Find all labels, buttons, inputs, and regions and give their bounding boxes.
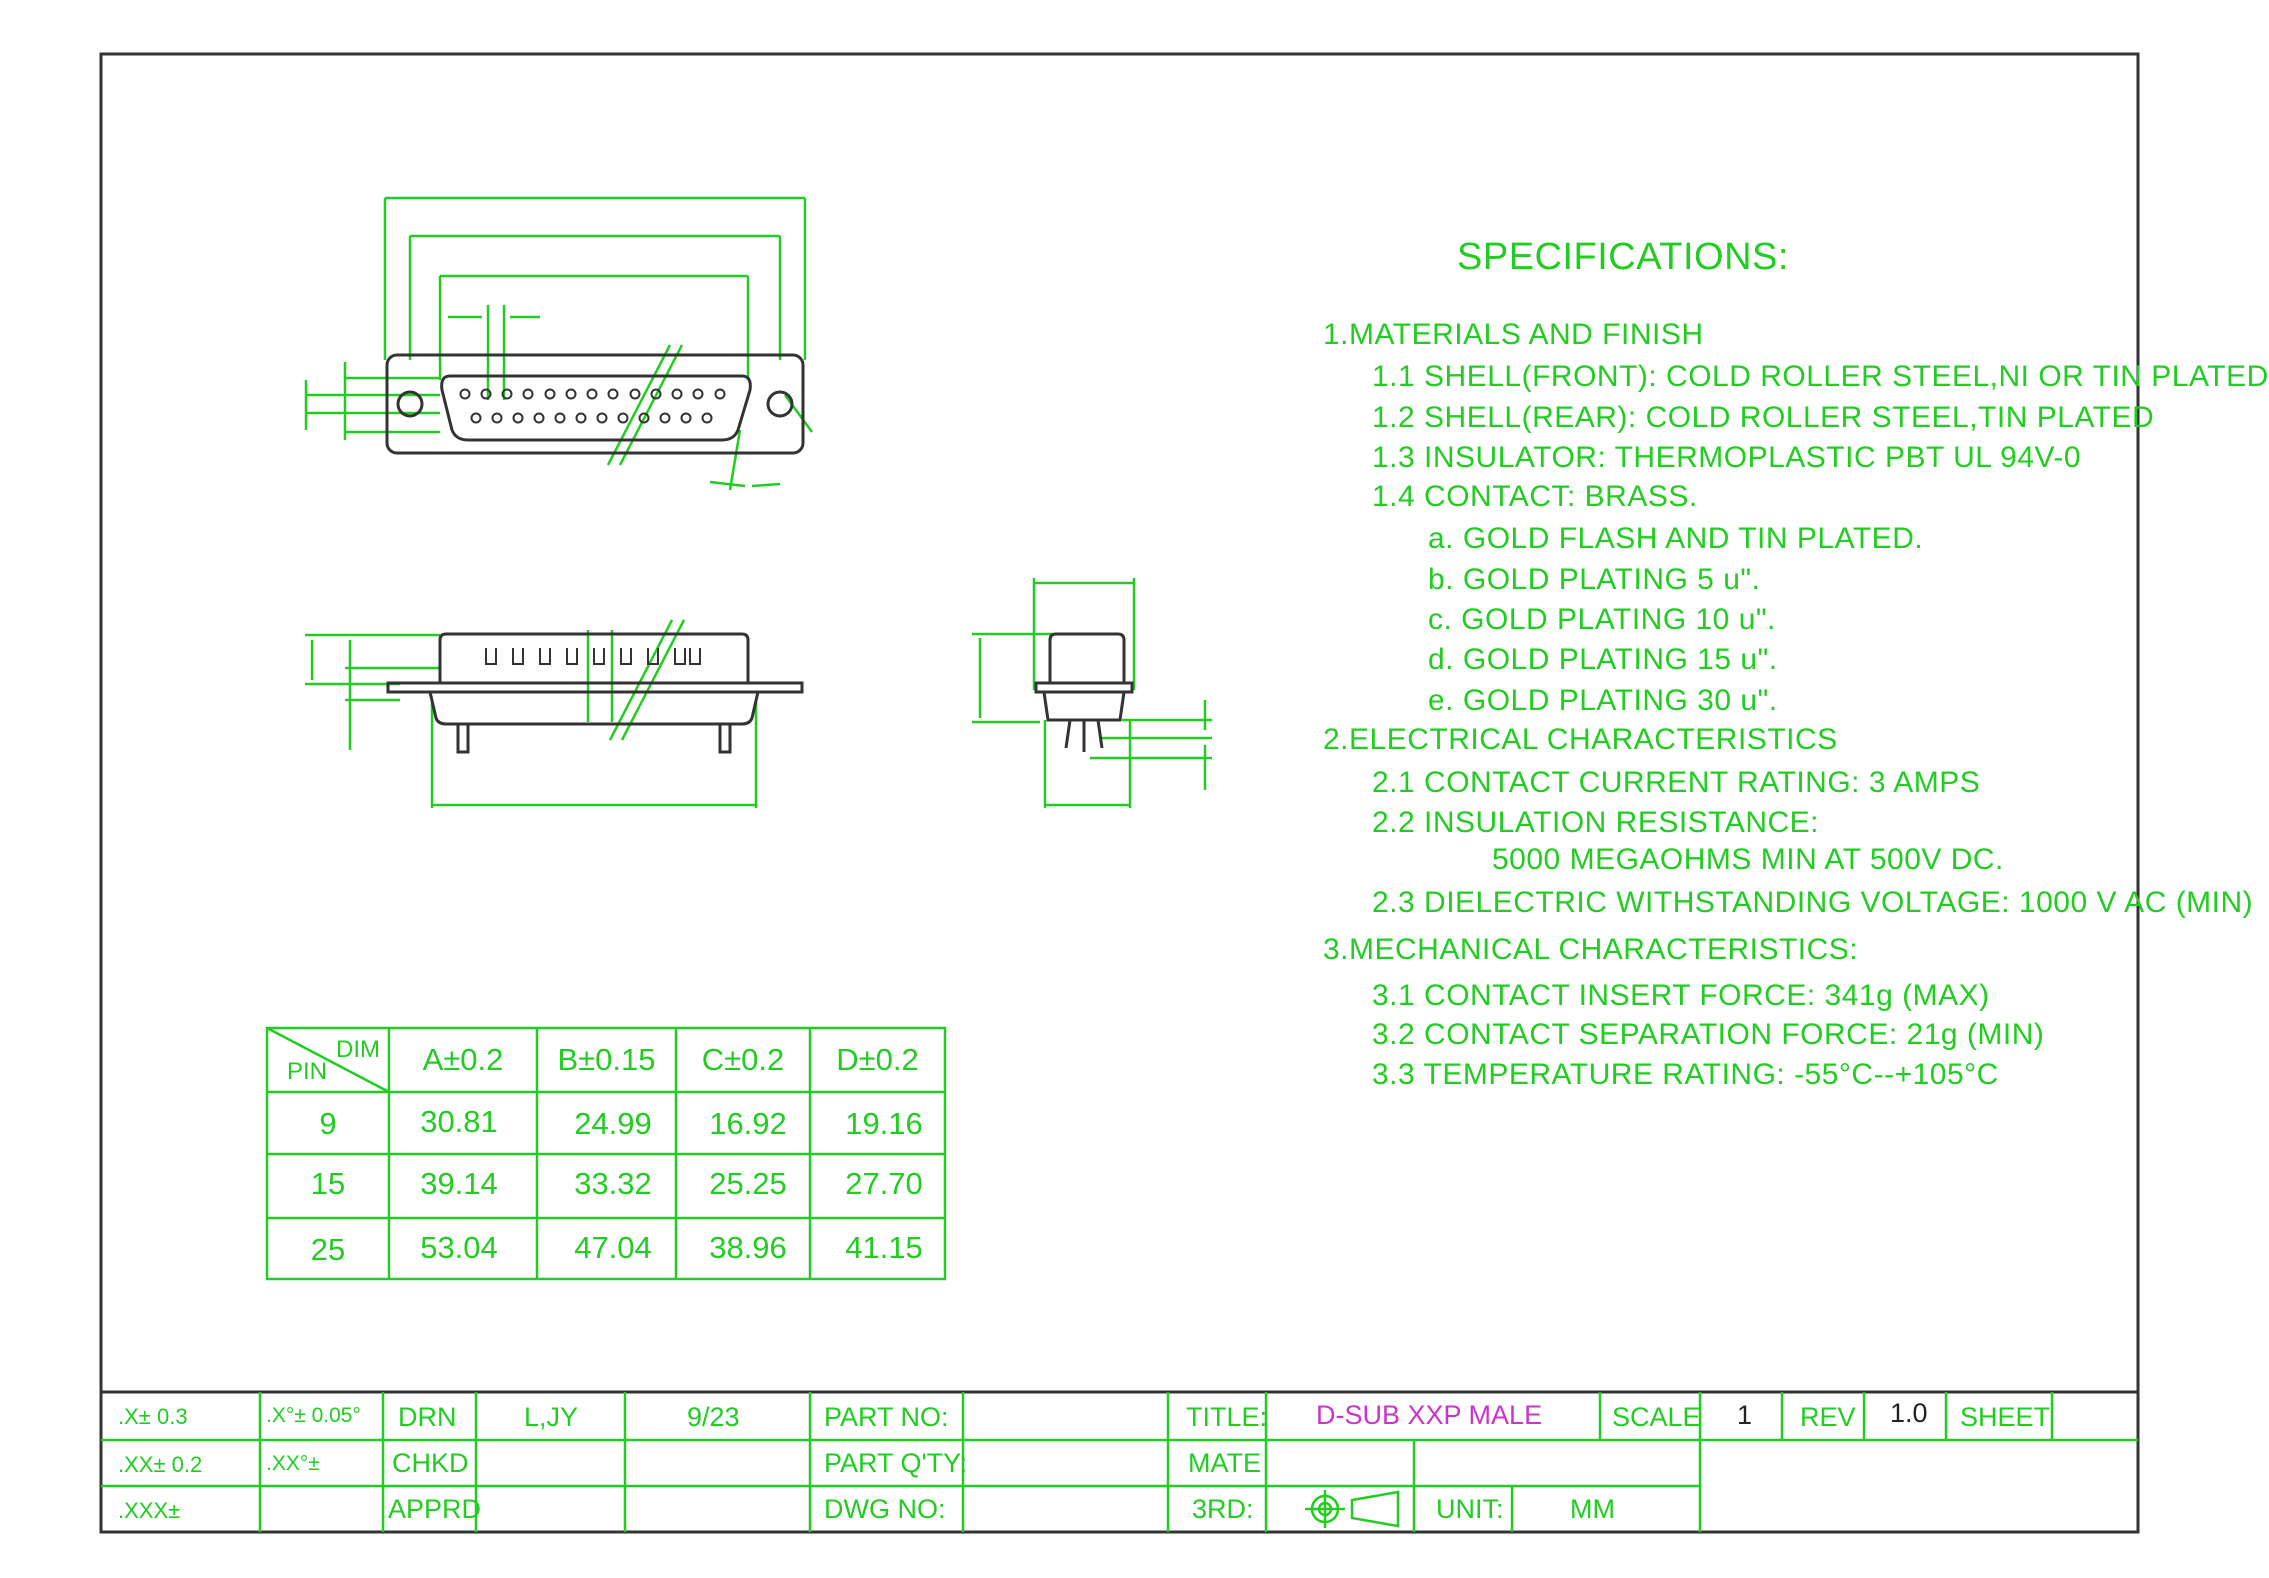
part-qty-label: PART Q'TY: xyxy=(824,1448,968,1478)
dim-table-corner-pin: PIN xyxy=(287,1058,328,1085)
dim-table-cell: 25.25 xyxy=(709,1166,787,1201)
dwg-no-label: DWG NO: xyxy=(824,1494,946,1524)
dim-table-corner-dim: DIM xyxy=(336,1036,380,1063)
spec-line: 1.2 SHELL(REAR): COLD ROLLER STEEL,TIN P… xyxy=(1372,401,2155,434)
dim-table-cell: 16.92 xyxy=(709,1106,787,1141)
scale-value: 1 xyxy=(1737,1400,1753,1430)
projection-symbol-icon xyxy=(1305,1490,1400,1528)
rev-label: REV xyxy=(1800,1402,1856,1432)
drawn-date: 9/23 xyxy=(687,1402,740,1432)
apprd-label: APPRD xyxy=(388,1494,482,1524)
part-no-label: PART NO: xyxy=(824,1402,949,1432)
dim-table-cell: 9 xyxy=(319,1106,337,1141)
title-block-grid xyxy=(101,1390,2138,1532)
angle-tolerance-x: .X°± 0.05° xyxy=(266,1404,361,1427)
dim-table-header: D±0.2 xyxy=(836,1042,919,1077)
spec-line: 2.ELECTRICAL CHARACTERISTICS xyxy=(1323,723,1838,756)
rev-value: 1.0 xyxy=(1890,1398,1928,1428)
spec-line: d. GOLD PLATING 15 u". xyxy=(1428,643,1778,676)
dim-table-cell: 39.14 xyxy=(420,1166,498,1201)
dim-table-header: A±0.2 xyxy=(422,1042,504,1077)
tolerance-xxx: .XXX± xyxy=(118,1498,181,1523)
spec-line: 1.MATERIALS AND FINISH xyxy=(1323,318,1704,351)
mate-label: MATE xyxy=(1188,1448,1261,1478)
spec-line: 1.1 SHELL(FRONT): COLD ROLLER STEEL,NI O… xyxy=(1372,360,2269,393)
dim-table-cell: 19.16 xyxy=(845,1106,923,1141)
spec-line: 3.2 CONTACT SEPARATION FORCE: 21g (MIN) xyxy=(1372,1018,2045,1051)
spec-line: a. GOLD FLASH AND TIN PLATED. xyxy=(1428,522,1924,555)
spec-line: e. GOLD PLATING 30 u". xyxy=(1428,684,1778,717)
dim-table-cell: 30.81 xyxy=(420,1104,498,1139)
sheet-label: SHEET xyxy=(1960,1402,2051,1432)
dim-table-header: B±0.15 xyxy=(557,1042,656,1077)
dim-table-cell: 33.32 xyxy=(574,1166,652,1201)
drn-label: DRN xyxy=(398,1402,457,1432)
dim-table-cell: 47.04 xyxy=(574,1230,652,1265)
dim-table-cell: 27.70 xyxy=(845,1166,923,1201)
dim-table-cell: 41.15 xyxy=(845,1230,923,1265)
dim-table-cell: 15 xyxy=(310,1166,346,1201)
drawer-name: L,JY xyxy=(524,1402,579,1432)
dim-table-cell: 53.04 xyxy=(420,1230,498,1265)
spec-line: 3.1 CONTACT INSERT FORCE: 341g (MAX) xyxy=(1372,979,1990,1012)
spec-line: b. GOLD PLATING 5 u". xyxy=(1428,563,1761,596)
chkd-label: CHKD xyxy=(392,1448,469,1478)
spec-line: 1.4 CONTACT: BRASS. xyxy=(1372,480,1698,513)
angle-tolerance-xx: .XX°± xyxy=(266,1452,320,1475)
spec-line: 3.MECHANICAL CHARACTERISTICS: xyxy=(1323,933,1859,966)
specs-title: SPECIFICATIONS: xyxy=(1457,236,1789,278)
spec-line: 5000 MEGAOHMS MIN AT 500V DC. xyxy=(1492,843,2004,876)
unit-value: MM xyxy=(1570,1494,1615,1524)
front-view xyxy=(304,196,814,491)
spec-line: 3.3 TEMPERATURE RATING: -55°C--+105°C xyxy=(1372,1058,1999,1091)
dim-table-cell: 25 xyxy=(310,1232,346,1267)
spec-line: 2.2 INSULATION RESISTANCE: xyxy=(1372,806,1819,839)
tolerance-x: .X± 0.3 xyxy=(118,1404,188,1429)
tolerance-xx: .XX± 0.2 xyxy=(118,1452,203,1477)
drawing-title: D-SUB XXP MALE xyxy=(1316,1400,1543,1430)
dim-table-header: C±0.2 xyxy=(701,1042,785,1077)
spec-line: c. GOLD PLATING 10 u". xyxy=(1428,603,1776,636)
spec-line: 2.3 DIELECTRIC WITHSTANDING VOLTAGE: 100… xyxy=(1372,886,2254,919)
drawing-border xyxy=(99,52,2140,1534)
title-label: TITLE: xyxy=(1186,1402,1268,1432)
end-view xyxy=(972,578,1212,808)
side-view xyxy=(305,619,804,808)
dim-table-cell: 38.96 xyxy=(709,1230,787,1265)
unit-label: UNIT: xyxy=(1436,1494,1504,1524)
spec-line: 2.1 CONTACT CURRENT RATING: 3 AMPS xyxy=(1372,766,1981,799)
dim-table-grid xyxy=(265,1026,947,1281)
dim-table-cell: 24.99 xyxy=(574,1106,652,1141)
spec-line: 1.3 INSULATOR: THERMOPLASTIC PBT UL 94V-… xyxy=(1372,441,2082,474)
scale-label: SCALE xyxy=(1612,1402,1701,1432)
third-angle-label: 3RD: xyxy=(1192,1494,1254,1524)
